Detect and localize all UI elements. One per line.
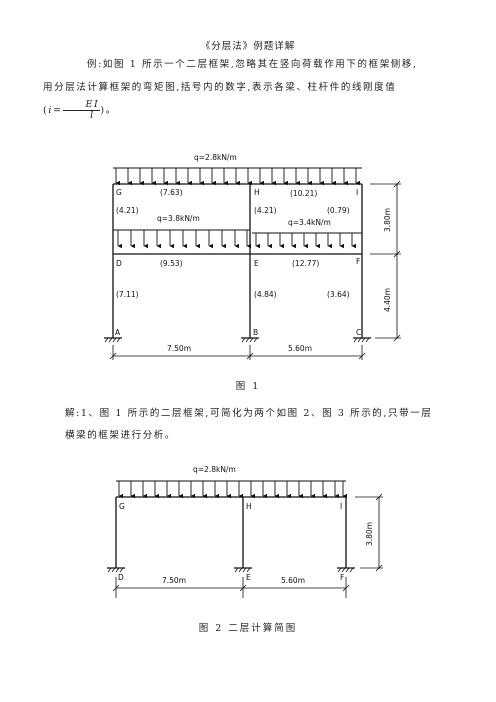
fig1-node-i: I [356, 188, 358, 197]
fig1-dim-span-left: 7.50m [167, 344, 191, 353]
fig2-node-d: D [118, 573, 124, 582]
fig1-node-a: A [115, 328, 121, 337]
fig1-stiffness-de: (9.53) [160, 259, 183, 268]
fig2-node-i: I [340, 502, 342, 511]
fig1-node-e: E [254, 259, 259, 268]
fig1-node-b: B [253, 328, 258, 337]
fig1-node-c: C [356, 328, 361, 337]
fig1-node-g: G [116, 188, 122, 197]
fig2-node-f: F [340, 573, 344, 582]
fig1-load-top: q=2.8kN/m [194, 153, 237, 162]
formula-i: i [48, 105, 53, 116]
solution-paragraph: 解:1、图 1 所示的二层框架,可简化为两个如图 2、图 3 所示的,只带一层 … [65, 403, 437, 447]
fig1-node-f: F [356, 257, 360, 266]
fig1-dim-height-bottom: 4.40m [383, 288, 392, 312]
figure-1-caption: 图 1 [235, 381, 261, 392]
page-title: 《分层法》例题详解 [200, 41, 296, 52]
fig1-stiffness-gh: (7.63) [160, 188, 183, 197]
fig1-stiffness-gd: (4.21) [116, 206, 139, 215]
fig1-stiffness-hi: (10.21) [290, 189, 317, 198]
fig1-dim-height-top: 3.80m [383, 208, 392, 232]
fig2-dim-height: 3.80m [365, 522, 374, 546]
figure-2-frame-diagram [107, 480, 383, 598]
fig1-stiffness-fc: (3.64) [327, 290, 350, 299]
fig2-node-e: E [246, 573, 251, 582]
fig2-node-g: G [119, 502, 125, 511]
fig2-node-h: H [246, 502, 252, 511]
fig1-node-h: H [254, 188, 260, 197]
fig1-stiffness-ef: (12.77) [292, 259, 319, 268]
fig1-stiffness-he: (4.21) [254, 206, 277, 215]
fig2-dim-span-right: 5.60m [281, 576, 305, 585]
fig1-load-right: q=3.4kN/m [288, 218, 331, 227]
intro-paragraph: 例:如图 1 所示一个二层框架,忽略其在竖向荷载作用下的框架侧移, 用分层法计算… [43, 53, 437, 122]
solution-line-2: 横梁的框架进行分析。 [65, 430, 177, 441]
intro-line-2: 用分层法计算框架的弯矩图,括号内的数字,表示各梁、柱杆件的线刚度值 [43, 82, 397, 93]
fig1-stiffness-eb: (4.84) [254, 290, 277, 299]
intro-line-1: 例:如图 1 所示一个二层框架,忽略其在竖向荷载作用下的框架侧移, [87, 59, 418, 70]
figure-2-caption: 图 2 二层计算简图 [198, 623, 298, 634]
solution-line-1: 解:1、图 1 所示的二层框架,可简化为两个如图 2、图 3 所示的,只带一层 [65, 408, 433, 419]
fig1-supports [104, 337, 371, 343]
fig1-top-load-arrows [115, 168, 361, 186]
fig1-node-d: D [116, 259, 122, 268]
fig1-dim-span-right: 5.60m [288, 344, 312, 353]
fig2-dim-span-left: 7.50m [162, 576, 186, 585]
fig1-stiffness-da: (7.11) [116, 290, 139, 299]
fig2-load: q=2.8kN/m [193, 465, 236, 474]
fig1-stiffness-if: (0.79) [327, 206, 350, 215]
fig1-load-left: q=3.8kN/m [157, 214, 200, 223]
